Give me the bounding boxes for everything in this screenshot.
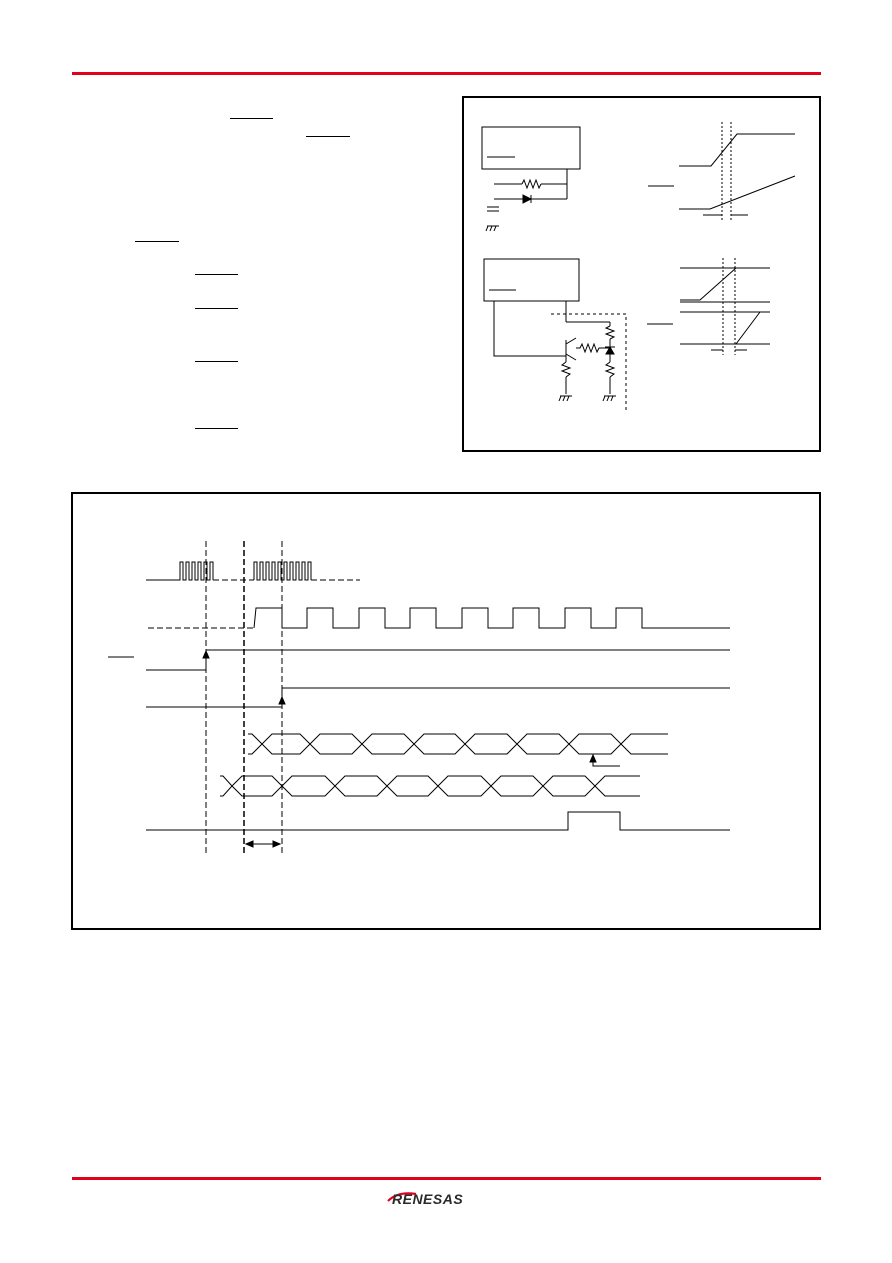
signal-overbar (230, 118, 273, 119)
circuit-figure-panel (462, 96, 821, 452)
header-rule (72, 72, 821, 75)
renesas-logo: RENESAS (387, 1191, 463, 1207)
waveform-rise-fast (679, 133, 795, 167)
signal-overbar (306, 136, 350, 137)
waveform-rise (680, 267, 737, 301)
clock-burst-signal (253, 561, 312, 581)
device-block-2 (483, 258, 580, 302)
diode-symbol (522, 194, 533, 204)
dashed-boundary (551, 313, 627, 410)
signal-overbar (195, 361, 238, 362)
ground-symbol (485, 225, 499, 232)
enable-signal (146, 687, 730, 708)
chip-select-signal (146, 649, 730, 671)
device-block-1 (481, 126, 581, 170)
resistor-symbol (521, 178, 542, 190)
timing-diagram-panel (71, 492, 821, 930)
pulse-signal (146, 811, 730, 831)
data-bus-a (248, 733, 668, 755)
logo-text: RENESAS (392, 1191, 463, 1207)
signal-overbar (195, 308, 238, 309)
signal-overbar (135, 241, 179, 242)
footer-rule (72, 1177, 821, 1180)
waveform-rise-slow (679, 175, 796, 210)
serial-clock-signal (253, 607, 730, 629)
data-bus-b (220, 775, 640, 797)
clock-burst-signal (146, 561, 214, 581)
ground-symbol (602, 395, 616, 402)
ground-symbol (558, 395, 572, 402)
signal-overbar (195, 274, 238, 275)
diode-symbol (605, 345, 615, 355)
signal-overbar (195, 428, 238, 429)
